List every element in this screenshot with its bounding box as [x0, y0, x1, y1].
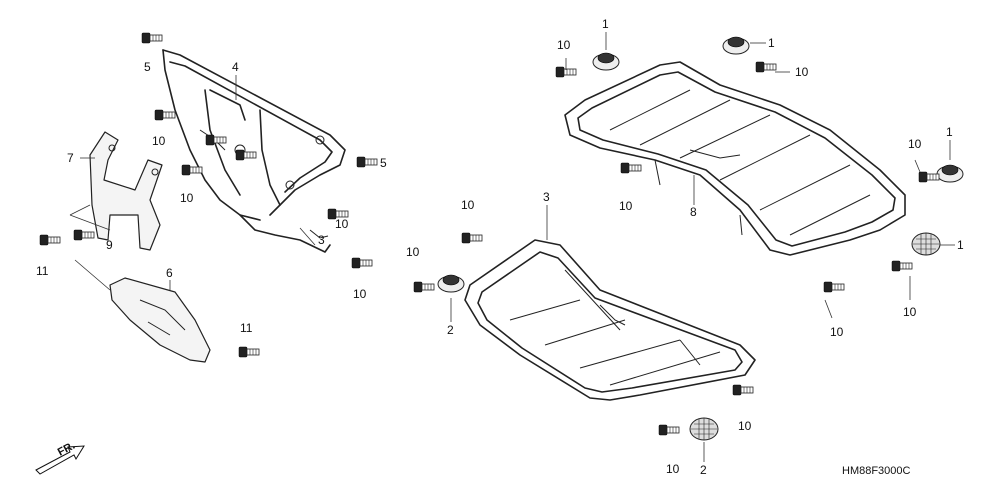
callout-part-1: 1: [768, 36, 775, 50]
callout-part-2: 2: [447, 323, 454, 337]
leader-lines: [69, 32, 955, 462]
callout-part-3: 3: [318, 233, 325, 247]
bolt-10g-icon: [461, 232, 483, 244]
callout-part-8: 8: [690, 205, 697, 219]
bolt-10e-icon: [891, 260, 913, 272]
callout-part-5: 5: [380, 156, 387, 170]
callout-part-10: 10: [795, 65, 809, 79]
bolt-10n-icon: [351, 257, 373, 269]
bolt-10p-icon: [235, 149, 257, 161]
grille-1d-icon: [911, 232, 941, 256]
callout-part-7: 7: [67, 151, 74, 165]
bolt-10h-icon: [413, 281, 435, 293]
callout-part-1: 1: [946, 125, 953, 139]
callout-part-5: 5: [144, 60, 151, 74]
callout-part-3: 3: [543, 190, 550, 204]
bolt-5a-icon: [141, 32, 163, 44]
bolt-9-icon: [73, 229, 95, 241]
callout-part-4: 4: [232, 60, 239, 74]
cap-1a-icon: [592, 52, 620, 71]
callout-part-10: 10: [353, 287, 367, 301]
callout-part-1: 1: [602, 17, 609, 31]
callout-part-10: 10: [908, 137, 922, 151]
cap-1b-icon: [722, 36, 750, 55]
callout-part-10: 10: [180, 191, 194, 205]
cap-2a-icon: [437, 274, 465, 293]
callout-part-10: 10: [152, 134, 166, 148]
callout-part-10: 10: [738, 419, 752, 433]
callout-part-10: 10: [903, 305, 917, 319]
bolt-11b-icon: [238, 346, 260, 358]
callout-part-10: 10: [619, 199, 633, 213]
rear-carrier: [564, 61, 906, 256]
front-direction-arrow: FR.: [35, 440, 85, 475]
skid-guard: [109, 277, 211, 363]
front-bracket: [89, 131, 163, 251]
bolt-10c-icon: [918, 171, 940, 183]
callout-part-10: 10: [666, 462, 680, 476]
callout-part-10: 10: [406, 245, 420, 259]
callout-part-11: 11: [36, 264, 49, 278]
drawing-code: HM88F3000C: [842, 465, 911, 477]
bolt-10f-icon: [823, 281, 845, 293]
front-bumper: [162, 49, 346, 253]
grille-2b-icon: [689, 417, 719, 441]
cap-1c-icon: [936, 164, 964, 183]
callout-part-10: 10: [830, 325, 844, 339]
bolt-10j-icon: [732, 384, 754, 396]
callout-part-2: 2: [700, 463, 707, 477]
callout-part-9: 9: [106, 238, 113, 252]
callout-part-1: 1: [957, 238, 964, 252]
front-carrier: [464, 239, 756, 401]
callout-part-10: 10: [557, 38, 571, 52]
bolt-10o-icon: [205, 134, 227, 146]
bolt-10k-icon: [154, 109, 176, 121]
bolt-10d-icon: [620, 162, 642, 174]
callout-part-10: 10: [335, 217, 349, 231]
bolt-10b-icon: [755, 61, 777, 73]
callout-part-10: 10: [461, 198, 475, 212]
bolt-10i-icon: [658, 424, 680, 436]
callout-part-11: 11: [240, 321, 253, 335]
callout-part-6: 6: [166, 266, 173, 280]
bolt-5b-icon: [356, 156, 378, 168]
bolt-11a-icon: [39, 234, 61, 246]
